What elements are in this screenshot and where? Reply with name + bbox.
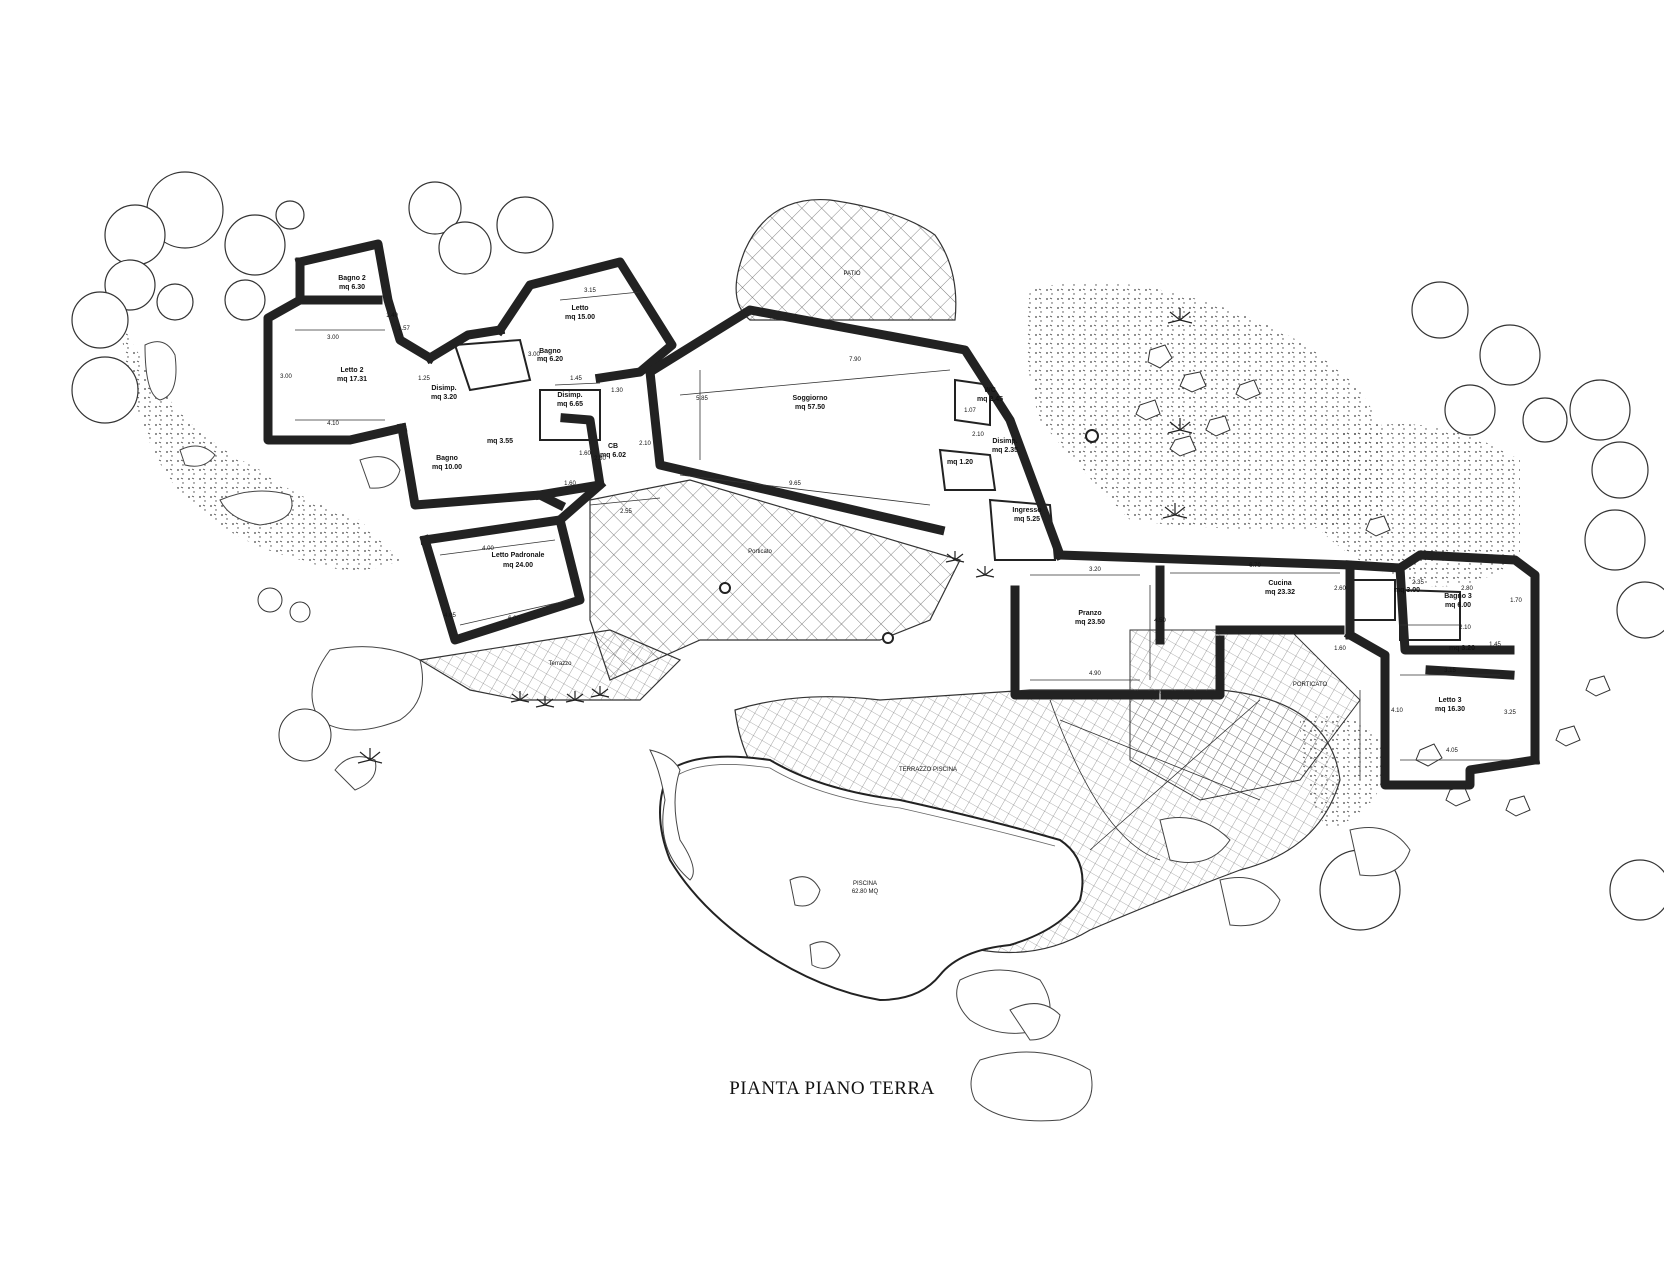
zone-label: PATIO (843, 271, 860, 277)
dimension-label: 4.05 (1446, 748, 1458, 754)
dimension-label: 3.00 (280, 374, 292, 380)
room-area: mq 23.32 (1265, 589, 1295, 596)
room-name: WC (984, 387, 996, 394)
zone-label: PORTICATO (1293, 682, 1328, 688)
dimension-label: 5.85 (696, 396, 708, 402)
room-area: mq 5.25 (1014, 516, 1040, 523)
dimension-label: 6.70 (1249, 563, 1261, 569)
zone-label: Terrazzo (548, 661, 572, 667)
dimension-label: 2.10 (972, 432, 984, 438)
dimension-label: 4.00 (482, 546, 494, 552)
room-area: mq 3.20 (1449, 645, 1475, 652)
dimension-label: 3.00 (528, 352, 540, 358)
room-name: Soggiorno (793, 395, 828, 402)
dimension-label: 2.10 (1459, 625, 1471, 631)
room-area: mq 23.50 (1075, 619, 1105, 626)
dimension-label: 2.80 (594, 456, 606, 462)
room-name: Letto 3 (1439, 697, 1462, 704)
room-labels: Bagno 2 mq 6.30 Letto 2 mq 17.31 Disimp.… (337, 275, 1475, 713)
dimension-label: 6.00 (508, 616, 520, 622)
dimension-label: 1.70 (1510, 598, 1522, 604)
room-area: mq 6.00 (1445, 602, 1471, 609)
room-area: mq 16.30 (1435, 706, 1465, 713)
room-area: mq 6.65 (557, 401, 583, 408)
dimension-label: 4.05 (444, 613, 456, 619)
room-area: mq 3.55 (487, 438, 513, 445)
dimension-label: 4.10 (327, 421, 339, 427)
room-name: Pranzo (1078, 610, 1101, 617)
room-area: mq 2.35 (992, 447, 1018, 454)
dimension-label: 7.90 (849, 357, 861, 363)
terrazzo-area (418, 629, 682, 701)
pool (649, 749, 1411, 1122)
dimension-label: 2.55 (620, 509, 632, 515)
room-name: Bagno (539, 348, 561, 355)
dimension-label: 3.15 (1444, 668, 1456, 674)
room-area: mq 6.20 (537, 356, 563, 363)
room-area: mq 17.31 (337, 376, 367, 383)
room-name: Letto 2 (341, 367, 364, 374)
vegetation-right (1026, 281, 1664, 931)
dimension-label: 1.45 (1489, 642, 1501, 648)
room-area: mq 6.30 (339, 284, 365, 291)
room-name: Bagno (436, 455, 458, 462)
dimension-label: 2.80 (1461, 586, 1473, 592)
dimension-label: 2.35 (1412, 580, 1424, 586)
room-area: mq 15.00 (565, 314, 595, 321)
zone-labels: PATIO Porticato Terrazzo PORTICATO TERRA… (548, 271, 1327, 895)
dimension-labels: 3.00 1.40 3.00 4.10 1.57 1.25 3.15 3.00 … (280, 288, 1522, 754)
room-area: mq 10.00 (432, 464, 462, 471)
patio-area (735, 198, 957, 321)
dimension-label: 1.60 (1334, 646, 1346, 652)
dimension-label: 4.90 (1089, 671, 1101, 677)
room-name: Ingresso (1012, 507, 1041, 514)
dimension-label: 1.57 (398, 326, 410, 332)
dimension-label: 4.10 (1391, 708, 1403, 714)
dimension-label: 9.65 (789, 481, 801, 487)
dimension-label: 1.25 (418, 376, 430, 382)
dimension-label: 3.25 (1504, 710, 1516, 716)
zone-label: TERRAZZO PISCINA (899, 767, 957, 773)
room-area: mq 3.00 (1394, 587, 1420, 594)
dimension-label: 2.60 (1334, 586, 1346, 592)
columns (719, 429, 1099, 644)
room-area: mq 2.45 (977, 396, 1003, 403)
dimension-label: 1.07 (964, 408, 976, 414)
dimension-label: 4.50 (1154, 618, 1166, 624)
dimension-label: 1.30 (611, 388, 623, 394)
room-area: mq 24.00 (503, 562, 533, 569)
interior-lines (453, 338, 1461, 641)
room-name: Letto (571, 305, 588, 312)
dimension-label: 1.60 (579, 451, 591, 457)
room-name: Bagno 2 (338, 275, 366, 282)
room-area: mq 1.20 (947, 459, 973, 466)
zone-label: Porticato (748, 549, 772, 555)
dimension-lines (295, 291, 1520, 780)
room-area: mq 3.20 (431, 394, 457, 401)
room-name: Letto Padronale (492, 552, 545, 559)
zone-label: PISCINA (853, 881, 877, 887)
dimension-label: 3.15 (584, 288, 596, 294)
plants (357, 308, 1193, 764)
dimension-label: 1.40 (386, 313, 398, 319)
dimension-label: 3.00 (327, 335, 339, 341)
dimension-label: 1.60 (564, 481, 576, 487)
vegetation-left (71, 171, 554, 791)
drawing-title: PIANTA PIANO TERRA (729, 1078, 935, 1099)
dimension-label: 2.10 (639, 441, 651, 447)
walls (263, 239, 1541, 790)
room-name: Bagno 3 (1444, 593, 1472, 600)
zone-label: 62.80 MQ (852, 889, 879, 895)
room-name: Disimp. (992, 438, 1017, 445)
room-area: mq 6.02 (600, 452, 626, 459)
dimension-label: 1.45 (570, 376, 582, 382)
room-name: Cucina (1268, 580, 1291, 587)
room-area: mq 57.50 (795, 404, 825, 411)
room-name: CB (608, 443, 618, 450)
room-name: Disimp. (557, 392, 582, 399)
dimension-label: 3.20 (1089, 567, 1101, 573)
room-name: Disimp. (431, 385, 456, 392)
